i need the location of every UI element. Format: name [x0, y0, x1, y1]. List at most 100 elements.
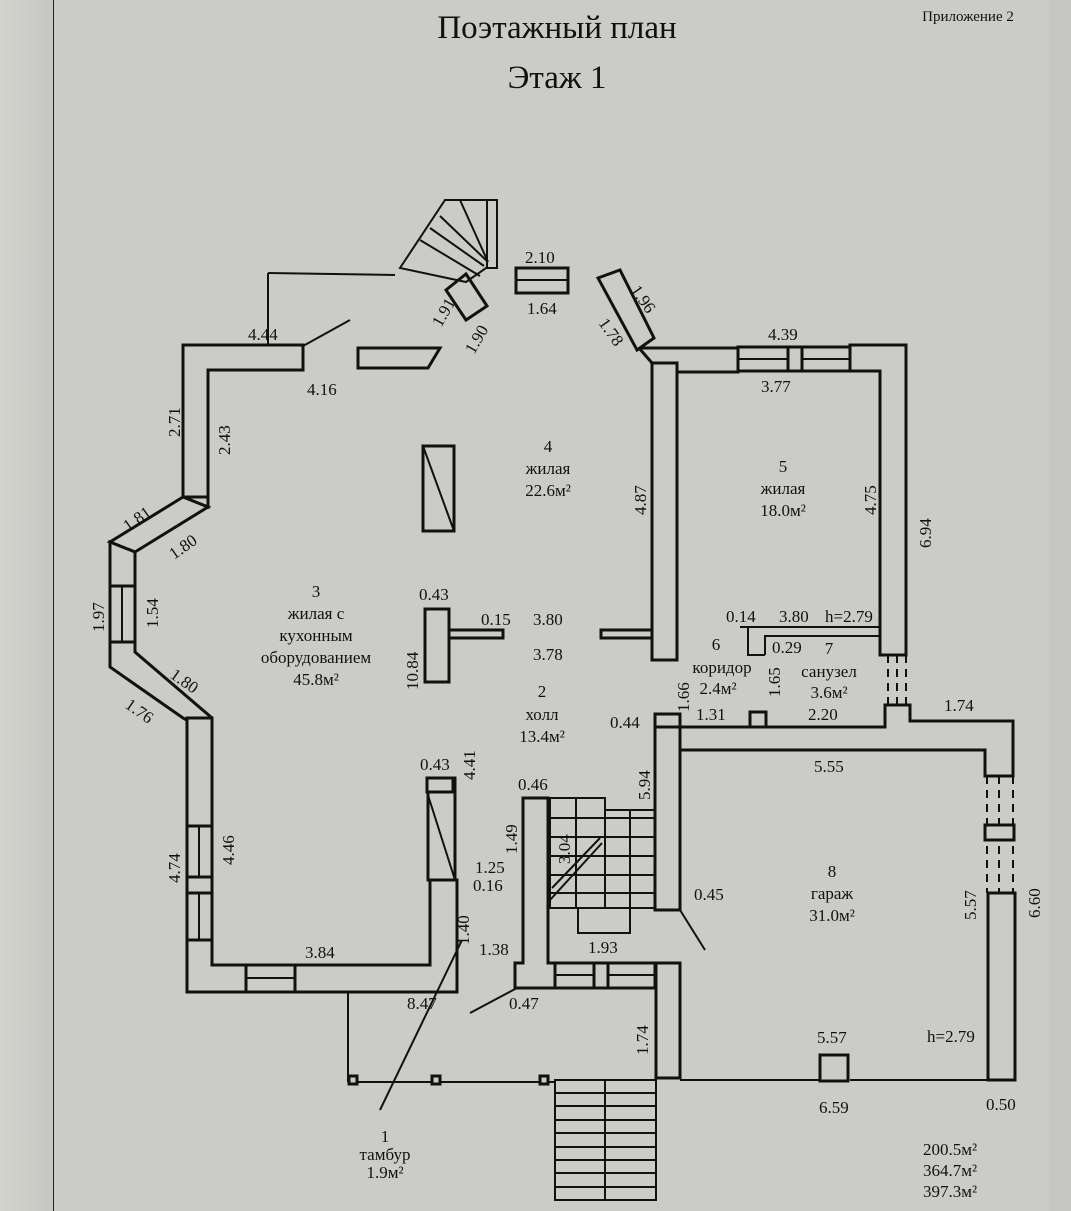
room-4-name: жилая: [525, 459, 571, 478]
room-3-name-3: оборудованием: [261, 648, 372, 667]
stairs-internal: [549, 797, 656, 934]
area-totals: 200.5м² 364.7м² 397.3м²: [923, 1140, 977, 1201]
dim: 6.59: [819, 1098, 849, 1117]
dim: 5.57: [817, 1028, 847, 1047]
dim: 3.84: [305, 943, 335, 962]
room-5-number: 5: [779, 457, 788, 476]
door-swing: [302, 319, 351, 347]
dim: 3.04: [555, 834, 574, 864]
dim: 0.16: [473, 876, 503, 895]
floor-title: Этаж 1: [508, 60, 607, 96]
dim: 0.46: [518, 775, 548, 794]
dim: 8.47: [407, 994, 437, 1013]
wall-hall-right: [653, 712, 682, 912]
room-5-area: 18.0м²: [760, 501, 806, 520]
leader-line-tambur: [379, 939, 463, 1111]
dim: 2.20: [808, 705, 838, 724]
chimney: [423, 607, 451, 684]
appendix-label: Приложение 2: [922, 9, 1014, 25]
dim: 4.39: [768, 325, 798, 344]
total-area: 364.7м²: [923, 1161, 977, 1180]
page-edge-right: [1049, 0, 1071, 1211]
room-8-number: 8: [828, 862, 837, 881]
dim: 1.38: [479, 940, 509, 959]
dim: 4.41: [460, 750, 479, 780]
garage-column: [818, 1053, 850, 1083]
room-7-area: 3.6м²: [810, 683, 847, 702]
room-3-number: 3: [312, 582, 321, 601]
dim: 1.25: [475, 858, 505, 877]
dim: 4.75: [861, 485, 880, 515]
room-4-number: 4: [544, 437, 553, 456]
dim: 3.80: [779, 607, 809, 626]
dim: h=2.79: [927, 1027, 975, 1046]
dim: 1.54: [143, 598, 162, 628]
total-living-area: 200.5м²: [923, 1140, 977, 1159]
room-3-area: 45.8м²: [293, 670, 339, 689]
windows: [108, 266, 852, 994]
dim: 3.78: [533, 645, 563, 664]
dim: 0.45: [694, 885, 724, 904]
dim: 1.64: [527, 299, 557, 318]
room-4-area: 22.6м²: [525, 481, 571, 500]
wall-garage-left: [654, 961, 682, 1080]
fixtures: [421, 444, 880, 881]
dim: 1.93: [588, 938, 618, 957]
dim: 4.74: [165, 853, 184, 883]
dim: 0.43: [419, 585, 449, 604]
dim: h=2.79: [825, 607, 873, 626]
wall-garage-right: [986, 891, 1017, 1082]
dim: 6.60: [1025, 888, 1044, 918]
dim: 1.90: [461, 322, 492, 357]
room-2-number: 2: [538, 682, 547, 701]
room-8-area: 31.0м²: [809, 906, 855, 925]
room-3-name-2: кухонным: [279, 626, 352, 645]
wall-top-mid: [356, 346, 443, 370]
dashed-openings: [887, 655, 1016, 893]
dim: 4.87: [631, 485, 650, 515]
dim: 1.74: [944, 696, 974, 715]
room-2-area: 13.4м²: [519, 727, 565, 746]
dim: 1.97: [89, 602, 108, 632]
stairs-top: [267, 199, 498, 347]
dim: 0.47: [509, 994, 539, 1013]
dim: 5.55: [814, 757, 844, 776]
dim: 0.14: [726, 607, 756, 626]
room-6-area: 2.4м²: [699, 679, 736, 698]
dim: 0.15: [481, 610, 511, 629]
room-7-number: 7: [825, 639, 834, 658]
dim: 5.94: [635, 770, 654, 800]
room-labels: 1 тамбур 1.9м² 2 холл 13.4м² 3 жилая с к…: [261, 437, 858, 1182]
dim: 2.43: [215, 425, 234, 455]
dim: 10.84: [403, 651, 422, 690]
plan-title: Поэтажный план: [437, 10, 676, 46]
room-3-name-1: жилая с: [287, 604, 345, 623]
dim: 4.46: [219, 835, 238, 865]
room-5-name: жилая: [760, 479, 806, 498]
dim: 1.74: [633, 1025, 652, 1055]
dim: 1.76: [122, 695, 157, 728]
dim: 6.94: [916, 518, 935, 548]
wall-top-left: [181, 343, 305, 499]
dim: 4.16: [307, 380, 337, 399]
dim: 0.50: [986, 1095, 1016, 1114]
dimension-labels: 4.44 4.16 1.91 1.90 2.10 1.64 1.96 1.78 …: [89, 248, 1044, 1117]
dim: 3.77: [761, 377, 791, 396]
walls: [106, 343, 1017, 1082]
stairs-entrance: [554, 1079, 657, 1201]
dim: 0.29: [772, 638, 802, 657]
dim: 2.71: [165, 407, 184, 437]
total-area-gross: 397.3м²: [923, 1182, 977, 1201]
wall-4-5: [650, 361, 679, 662]
room-1-number: 1: [381, 1127, 390, 1146]
room-6-name: коридор: [692, 658, 751, 677]
dim: 0.44: [610, 713, 640, 732]
dim: 0.43: [420, 755, 450, 774]
dim: 1.80: [165, 531, 200, 564]
page-edge-left: [0, 0, 52, 1211]
room-1-area: 1.9м²: [366, 1163, 403, 1182]
dim: 1.49: [502, 824, 521, 854]
dim: 1.31: [696, 705, 726, 724]
room-1-name: тамбур: [360, 1145, 411, 1164]
